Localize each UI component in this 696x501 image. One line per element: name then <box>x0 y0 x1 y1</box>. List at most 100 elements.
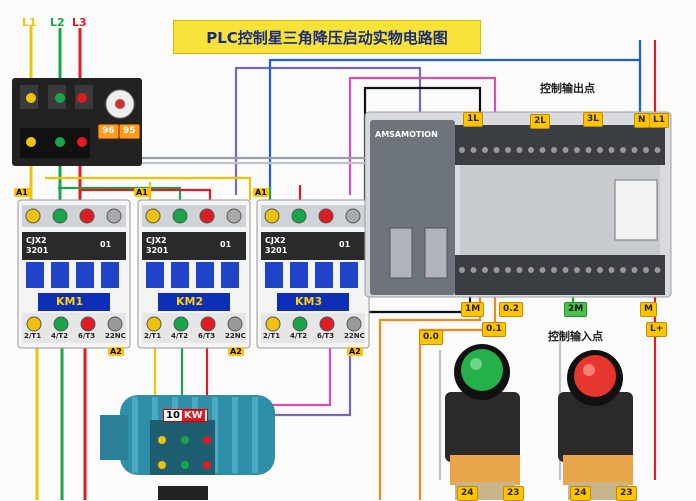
out-terminal-2l: 2L <box>530 114 550 129</box>
in-terminal-1m: 1M <box>461 302 485 317</box>
plc-screw <box>643 267 649 273</box>
motor-fin <box>232 397 238 473</box>
plc-screw <box>482 267 488 273</box>
plc-screw <box>562 147 569 153</box>
stop-button <box>558 350 633 500</box>
wire-pink-top <box>348 76 497 195</box>
relay-terminal-96: 96 <box>98 124 119 139</box>
input-point-0-2: 0.2 <box>499 302 523 317</box>
plc-screw <box>631 267 638 273</box>
thermal-relay <box>12 78 142 166</box>
plc-screw <box>482 147 488 153</box>
stop-terminal-23: 23 <box>616 486 637 501</box>
plc-screw <box>493 147 500 153</box>
start-button <box>445 344 520 500</box>
plc-screw <box>551 267 557 273</box>
plc-screw <box>654 147 661 153</box>
plc-screw <box>597 147 603 153</box>
input-point-0-0: 0.0 <box>419 330 443 345</box>
plc-screw <box>528 267 534 273</box>
plc-screw <box>654 267 661 273</box>
wire-g-dist <box>58 186 182 200</box>
contactor-terminal-label: 2/T1 <box>24 332 42 340</box>
phase-l2-label: L2 <box>50 16 65 29</box>
relay-terminal-95: 95 <box>119 124 140 139</box>
contactor-terminal-label: 22NC <box>225 332 246 340</box>
output-points-label: 控制输出点 <box>540 82 595 95</box>
motor-power-unit: KW <box>181 410 205 421</box>
plc-screw <box>562 267 569 273</box>
wire-pink-bottom <box>250 348 332 407</box>
coil-a1-label: A1 <box>14 188 30 197</box>
contactor-terminal-label: 22NC <box>105 332 126 340</box>
in-terminal-m: M <box>640 302 657 317</box>
plc-screw <box>516 267 523 273</box>
phase-l3-label: L3 <box>72 16 87 29</box>
contactor-model-line1: CJX2 <box>146 236 167 245</box>
plc-screw <box>470 267 477 273</box>
out-terminal-1l: 1L <box>463 112 483 127</box>
contactor-model-line2: 3201 <box>26 246 49 255</box>
motor-fin <box>132 397 138 473</box>
contactor-terminal-label: 2/T1 <box>144 332 162 340</box>
plc-screw <box>505 267 511 273</box>
contactor-1 <box>17 199 131 349</box>
coil-a2-label: A2 <box>108 347 124 356</box>
plc-screw <box>643 147 649 153</box>
contactor-model-line1: CJX2 <box>26 236 47 245</box>
start-terminal-24: 24 <box>457 486 478 501</box>
plc-screw <box>470 147 477 153</box>
out-terminal-n: N <box>634 113 650 128</box>
plc-screw <box>574 147 580 153</box>
contactor-unit-label: KM2 <box>176 295 204 308</box>
in-terminal-2m: 2M <box>564 302 588 317</box>
plc-screw <box>539 147 546 153</box>
contactor-unit-label: KM1 <box>56 295 84 308</box>
plc-screw <box>459 267 465 273</box>
contactor-terminal-label: 4/T2 <box>171 332 189 340</box>
start-terminal-23: 23 <box>503 486 524 501</box>
contactor-3 <box>256 199 370 349</box>
plc-screw <box>528 147 534 153</box>
plc-brand: AMSAMOTION <box>375 130 438 139</box>
plc-screw <box>608 147 615 153</box>
motor <box>100 395 275 500</box>
wire-violet-bottom <box>240 345 352 417</box>
plc-screw <box>459 147 465 153</box>
contactor-terminal-label: 4/T2 <box>51 332 69 340</box>
diagram-title: PLC控制星三角降压启动实物电路图 <box>173 20 481 54</box>
input-points-label: 控制输入点 <box>548 330 603 343</box>
contactor-terminal-label: 2/T1 <box>263 332 281 340</box>
phase-l1-label: L1 <box>22 16 37 29</box>
plc-screw <box>585 147 592 153</box>
out-terminal-3l: 3L <box>583 112 603 127</box>
out-terminal-l1: L1 <box>649 113 669 128</box>
coil-a2-label: A2 <box>228 347 244 356</box>
contactor-aux-label: 01 <box>100 240 112 249</box>
plc-screw <box>551 147 557 153</box>
plc-screw <box>574 267 580 273</box>
contactor-2 <box>137 199 251 349</box>
wire-orange-in <box>418 292 497 500</box>
contactor-terminal-label: 22NC <box>344 332 365 340</box>
plc-screw <box>608 267 615 273</box>
coil-a1-label: A1 <box>253 188 269 197</box>
input-point-0-1: 0.1 <box>482 322 506 337</box>
in-terminal-lplus: L+ <box>646 322 668 337</box>
plc-screw <box>516 147 523 153</box>
coil-a1-label: A1 <box>134 188 150 197</box>
contactor-model-line1: CJX2 <box>265 236 286 245</box>
wire-r-dist <box>80 188 212 200</box>
plc-screw <box>493 267 500 273</box>
coil-a2-label: A2 <box>347 347 363 356</box>
motor-fin <box>252 397 258 473</box>
contactor-terminal-label: 6/T3 <box>317 332 335 340</box>
plc-screw <box>620 147 626 153</box>
contactor-model-line2: 3201 <box>146 246 169 255</box>
wire-y-dist <box>45 176 252 200</box>
plc-screw <box>597 267 603 273</box>
plc-screw <box>631 147 638 153</box>
